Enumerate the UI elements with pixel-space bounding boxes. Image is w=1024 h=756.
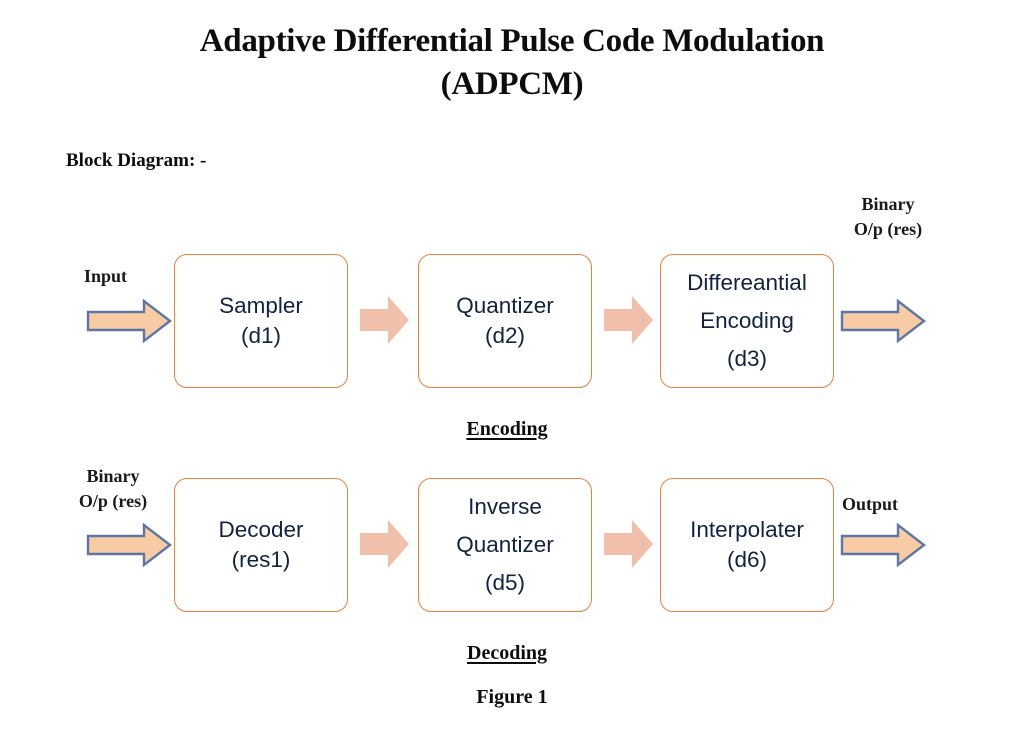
block-sampler[interactable]: Sampler (d1) (174, 254, 348, 388)
block-quantizer[interactable]: Quantizer (d2) (418, 254, 592, 388)
block-differential-encoding-line-1: Differeantial (687, 270, 807, 295)
stage-label-encoding: Encoding (466, 418, 548, 440)
block-differential-encoding[interactable]: Differeantial Encoding (d3) (660, 254, 834, 388)
stage-label-decoding: Decoding (467, 642, 547, 664)
block-quantizer-line-2: (d2) (484, 323, 525, 348)
port-label-binary-input-decoding-line-2: O/p (res) (78, 491, 148, 511)
binary-output-arrow-icon (840, 298, 926, 344)
port-label-binary-input-decoding: Binary O/p (res) (58, 464, 168, 514)
block-inverse-quantizer-line-2: Quantizer (456, 532, 554, 557)
binary-input-arrow-icon (86, 522, 172, 568)
block-sampler-line-1: Sampler (219, 293, 303, 318)
output-arrow-icon (840, 522, 926, 568)
block-decoder[interactable]: Decoder (res1) (174, 478, 348, 612)
page-title: Adaptive Differential Pulse Code Modulat… (0, 20, 1024, 106)
flow-arrow-decoder-to-inverse-quantizer-icon (360, 520, 409, 568)
port-label-output: Output (842, 494, 899, 514)
flow-arrow-sampler-to-quantizer-icon (360, 296, 409, 344)
block-inverse-quantizer[interactable]: Inverse Quantizer (d5) (418, 478, 592, 612)
block-differential-encoding-line-3: (d3) (726, 346, 767, 371)
block-decoder-line-1: Decoder (218, 517, 304, 542)
block-inverse-quantizer-line-3: (d5) (484, 570, 525, 595)
block-quantizer-line-1: Quantizer (456, 293, 554, 318)
input-arrow-icon (86, 298, 172, 344)
figure-caption: Figure 1 (476, 686, 548, 708)
page-title-line-1: Adaptive Differential Pulse Code Modulat… (199, 23, 825, 59)
port-label-binary-output-encoding-line-1: Binary (861, 194, 915, 214)
flow-arrow-quantizer-to-differential-encoding-icon (604, 296, 653, 344)
block-interpolater-line-2: (d6) (726, 547, 767, 572)
page-title-line-2: (ADPCM) (440, 66, 584, 102)
section-label-block-diagram: Block Diagram: - (66, 150, 207, 171)
port-label-binary-input-decoding-line-1: Binary (86, 466, 140, 486)
port-label-input: Input (84, 266, 128, 286)
port-label-binary-output-encoding-line-2: O/p (res) (853, 219, 923, 239)
block-interpolater[interactable]: Interpolater (d6) (660, 478, 834, 612)
block-inverse-quantizer-line-1: Inverse (468, 494, 542, 519)
block-interpolater-line-1: Interpolater (690, 517, 804, 542)
flow-arrow-inverse-quantizer-to-interpolater-icon (604, 520, 653, 568)
block-sampler-line-2: (d1) (240, 323, 281, 348)
block-decoder-line-2: (res1) (231, 547, 291, 572)
block-differential-encoding-line-2: Encoding (700, 308, 794, 333)
port-label-binary-output-encoding: Binary O/p (res) (828, 192, 948, 242)
